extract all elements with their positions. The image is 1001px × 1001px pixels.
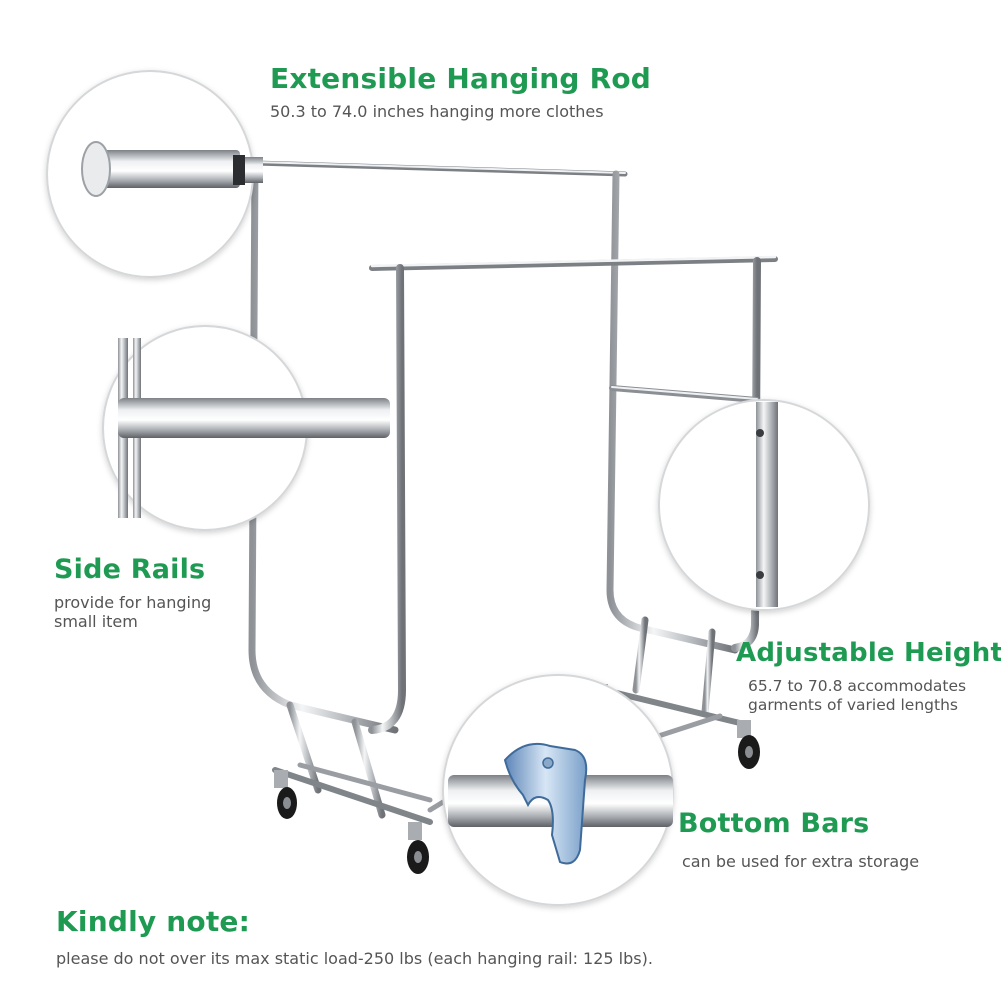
kindly-note-text: please do not over its max static load-2… bbox=[56, 949, 653, 968]
adjustable-height-description-line: 65.7 to 70.8 accommodates bbox=[748, 677, 967, 695]
kindly-note-title: Kindly note: bbox=[56, 905, 251, 938]
side-rails-description-line: small item bbox=[54, 612, 138, 631]
bottom-bars-description: can be used for extra storage bbox=[682, 852, 920, 871]
caster-wheel bbox=[407, 822, 429, 874]
bottom-bars-title: Bottom Bars bbox=[678, 808, 870, 839]
caster-wheel bbox=[737, 720, 760, 769]
hanging-rod-title: Extensible Hanging Rod bbox=[270, 62, 652, 95]
side-rails-title: Side Rails bbox=[54, 554, 206, 585]
caster-wheel bbox=[274, 770, 297, 819]
side-rails-description-line: provide for hanging bbox=[54, 593, 212, 612]
adjustable-height-title: Adjustable Height bbox=[736, 638, 1001, 668]
side-rails-description: provide for hanging small item bbox=[54, 593, 211, 631]
height-tube-detail bbox=[756, 402, 778, 607]
back-frame bbox=[248, 159, 739, 734]
hanging-rod-description: 50.3 to 74.0 inches hanging more clothes bbox=[270, 102, 604, 121]
adjustable-height-description: 65.7 to 70.8 accommodates garments of va… bbox=[748, 677, 966, 715]
rod-end-detail bbox=[81, 141, 263, 197]
front-frame bbox=[368, 255, 778, 734]
bottom-bar-detail bbox=[448, 742, 673, 865]
side-rail-detail bbox=[118, 338, 390, 518]
adjustable-height-description-line: garments of varied lengths bbox=[748, 696, 958, 714]
